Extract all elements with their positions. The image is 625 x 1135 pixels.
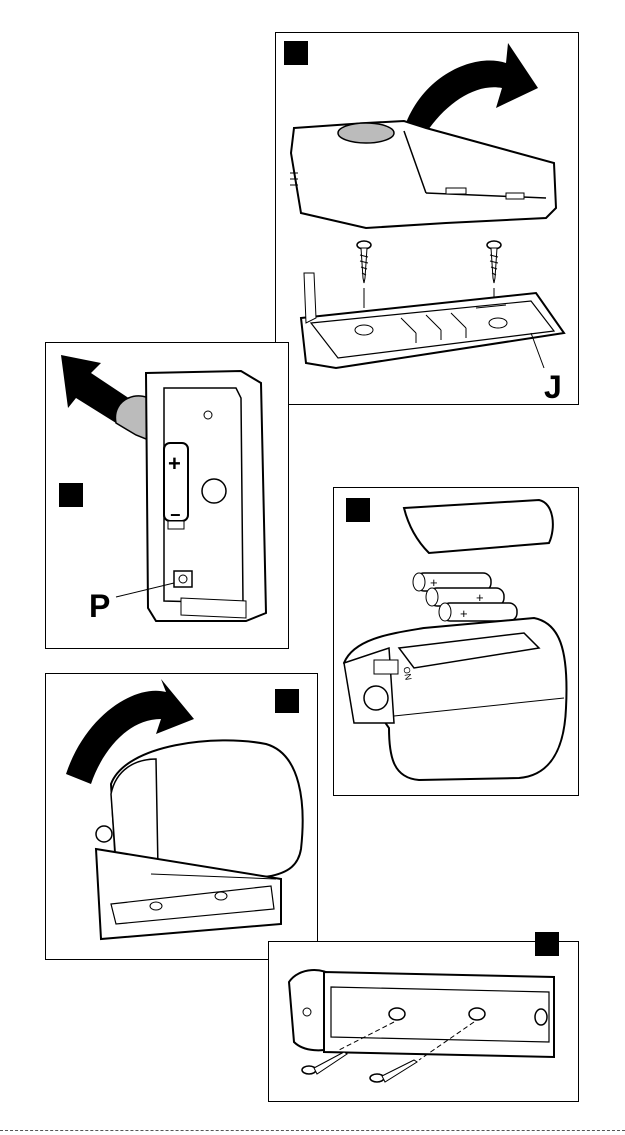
cover-removal-diagram — [276, 33, 580, 406]
panel-battery-install: + + + ON — [333, 487, 579, 796]
screw-icon-right — [487, 241, 501, 283]
rotate-detector-diagram — [46, 674, 319, 961]
panel-cover-removal: J — [275, 32, 579, 405]
svg-text:+: + — [430, 575, 438, 590]
panel-battery-replace: + − P — [45, 342, 289, 649]
wall-mounting-diagram — [269, 942, 580, 1103]
battery-replace-diagram: + − — [46, 343, 290, 650]
svg-text:+: + — [460, 606, 468, 621]
base-plate — [301, 293, 564, 368]
battery-3 — [439, 603, 517, 621]
screw-icon-a — [302, 1052, 347, 1074]
page-bottom-rule — [0, 1130, 625, 1131]
svg-text:+: + — [476, 590, 484, 605]
screw-icon-left — [357, 241, 371, 283]
battery-install-diagram: + + + ON — [334, 488, 580, 797]
callout-p: P — [89, 590, 110, 622]
plus-mark: + — [168, 451, 181, 476]
callout-j: J — [544, 371, 562, 403]
minus-mark: − — [170, 505, 181, 525]
cover-lens — [338, 123, 394, 143]
panel-wall-mounting — [268, 941, 579, 1102]
panel-rotate-detector — [45, 673, 318, 960]
lift-arrow-icon — [406, 43, 538, 133]
screw-icon-b — [370, 1060, 417, 1082]
bracket-rail — [324, 972, 554, 1057]
cover-body — [291, 121, 556, 228]
battery-lid — [404, 500, 553, 553]
